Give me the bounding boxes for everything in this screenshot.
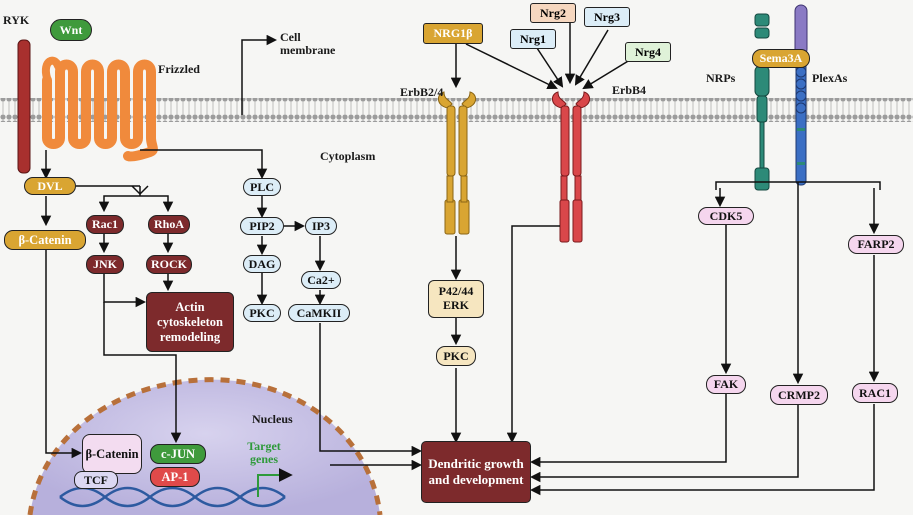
erbb4-label: ErbB4 — [612, 83, 647, 97]
cytoplasm-label: Cytoplasm — [320, 149, 376, 163]
pkc-mid-node: PKC — [436, 346, 476, 366]
plexas-receptor — [794, 4, 808, 186]
dvl-node: DVL — [24, 177, 76, 195]
nuclear-b-catenin-node: β-Catenin — [82, 434, 142, 474]
dendritic-growth-node: Dendritic growth and development — [421, 441, 531, 503]
fak-node: FAK — [706, 375, 746, 394]
ap1-node: AP-1 — [150, 467, 200, 487]
camkii-node: CaMKII — [288, 304, 350, 322]
tcf-node: TCF — [74, 471, 118, 489]
rock-node: ROCK — [146, 255, 192, 274]
ca2-node: Ca2+ — [301, 271, 341, 289]
erbb24-receptor — [438, 91, 476, 235]
cdk5-node: CDK5 — [698, 207, 754, 225]
pathway-arrows — [40, 22, 881, 496]
p42-erk-node: P42/44 ERK — [428, 280, 484, 318]
nrg4-ligand: Nrg4 — [625, 42, 671, 62]
target-genes-arrow — [257, 468, 293, 497]
pkc-left-node: PKC — [243, 304, 281, 322]
actin-remodeling-node: Actin cytoskeleton remodeling — [146, 292, 234, 352]
rac1-right-node: RAC1 — [852, 383, 898, 403]
ryk-label: RYK — [3, 13, 30, 27]
erbb4-receptor — [552, 91, 590, 243]
sema3a-ligand: Sema3A — [752, 49, 810, 68]
farp2-node: FARP2 — [848, 235, 904, 254]
b-catenin-node: β-Catenin — [4, 230, 86, 250]
nrg1b-ligand: NRG1β — [423, 23, 483, 44]
frizzled-label: Frizzled — [158, 62, 200, 76]
crmp2-node: CRMP2 — [770, 385, 828, 405]
ip3-node: IP3 — [305, 217, 337, 235]
dag-node: DAG — [243, 255, 281, 273]
rac1-node: Rac1 — [86, 215, 124, 234]
nrg3-ligand: Nrg3 — [584, 7, 630, 27]
frizzled-receptor — [41, 56, 158, 162]
cell-membrane-label: Cell membrane — [280, 30, 336, 57]
plc-node: PLC — [243, 178, 281, 196]
ryk-receptor — [17, 39, 31, 174]
nrg1-ligand: Nrg1 — [510, 29, 556, 49]
c-jun-node: c-JUN — [150, 444, 206, 464]
erbb24-label: ErbB2/4 — [400, 85, 444, 99]
nrps-receptor — [754, 13, 770, 191]
nrg2-ligand: Nrg2 — [530, 3, 576, 23]
nrps-label: NRPs — [706, 71, 736, 85]
target-genes-label: Target genes — [247, 439, 281, 466]
wnt-ligand: Wnt — [50, 19, 92, 41]
rhoa-node: RhoA — [148, 215, 190, 234]
plexas-label: PlexAs — [812, 71, 848, 85]
pip2-node: PIP2 — [240, 217, 284, 235]
jnk-node: JNK — [86, 255, 124, 274]
nucleus-label: Nucleus — [252, 412, 293, 426]
